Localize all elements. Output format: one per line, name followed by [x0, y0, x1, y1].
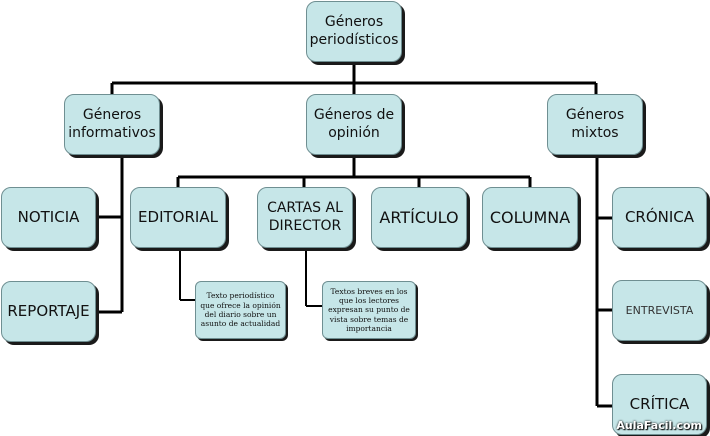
root-node: Géneros periodísticos	[306, 1, 402, 62]
node-cronica: CRÓNICA	[612, 187, 707, 248]
node-articulo: ARTÍCULO	[371, 187, 467, 248]
note-editorial: Texto periodístico que ofrece la opinión…	[195, 281, 286, 339]
category-informativos: Géneros informativos	[64, 94, 160, 155]
node-columna: COLUMNA	[482, 187, 578, 248]
node-cartas-al-director: CARTAS AL DIRECTOR	[257, 187, 353, 248]
node-noticia: NOTICIA	[1, 187, 96, 248]
node-editorial: EDITORIAL	[130, 187, 226, 248]
category-opinion: Géneros de opinión	[306, 94, 402, 155]
watermark-logo: AulaFacil.com	[616, 419, 702, 432]
note-cartas: Textos breves en los que los lectores ex…	[322, 281, 416, 339]
node-entrevista: ENTREVISTA	[612, 280, 707, 341]
node-reportaje: REPORTAJE	[1, 281, 96, 342]
node-critica: CRÍTICA	[612, 374, 707, 435]
category-mixtos: Géneros mixtos	[547, 94, 643, 155]
